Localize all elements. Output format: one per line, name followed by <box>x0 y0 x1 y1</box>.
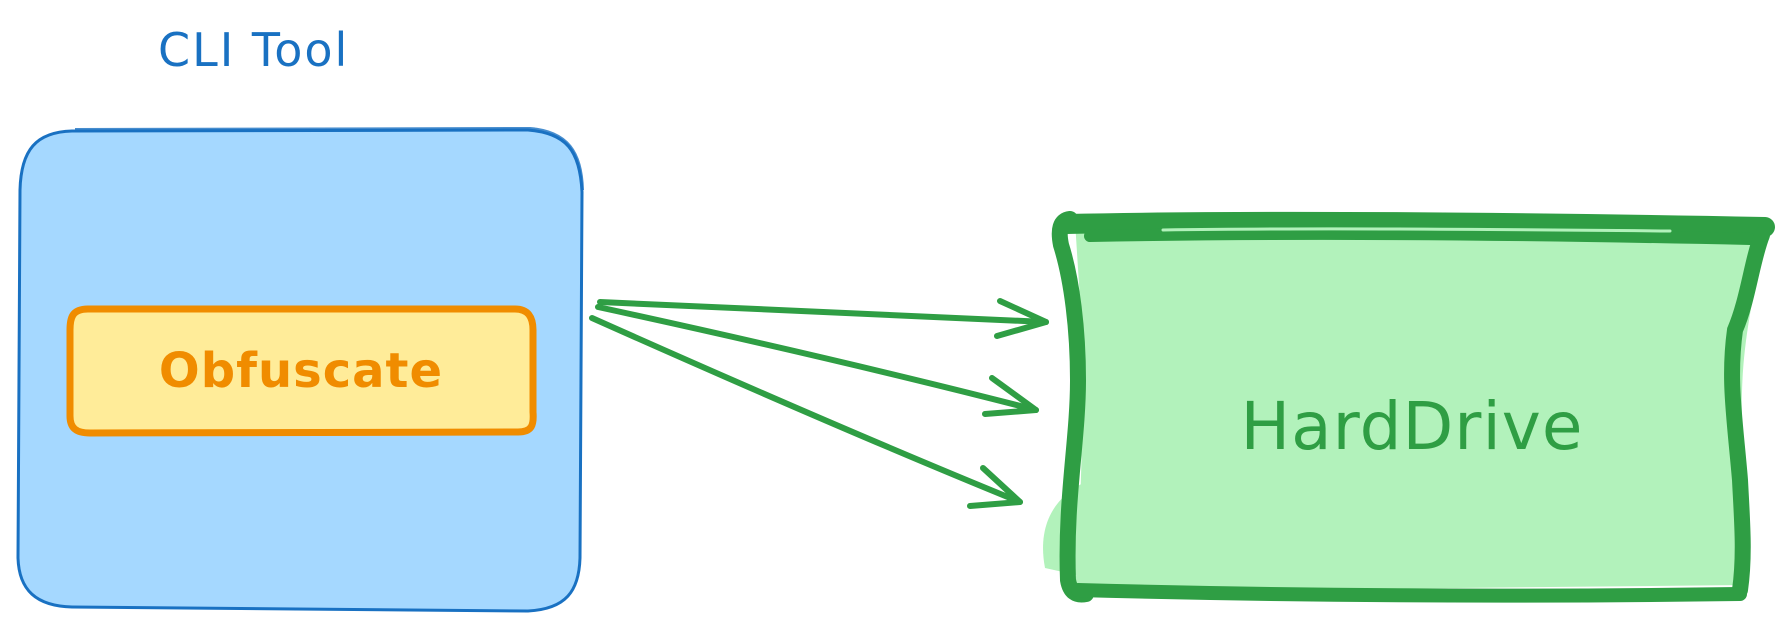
connector-arrows <box>589 298 1049 509</box>
obfuscate-box[interactable]: Obfuscate <box>66 305 537 437</box>
hard-drive-box[interactable]: HardDrive <box>1043 211 1775 603</box>
arrow-bottom[interactable] <box>589 315 1023 509</box>
obfuscate-label: Obfuscate <box>159 343 443 399</box>
arrow-middle[interactable] <box>595 304 1039 417</box>
hard-drive-label: HardDrive <box>1241 388 1584 465</box>
arrow-top[interactable] <box>597 298 1049 339</box>
cli-tool-title: CLI Tool <box>158 23 349 77</box>
